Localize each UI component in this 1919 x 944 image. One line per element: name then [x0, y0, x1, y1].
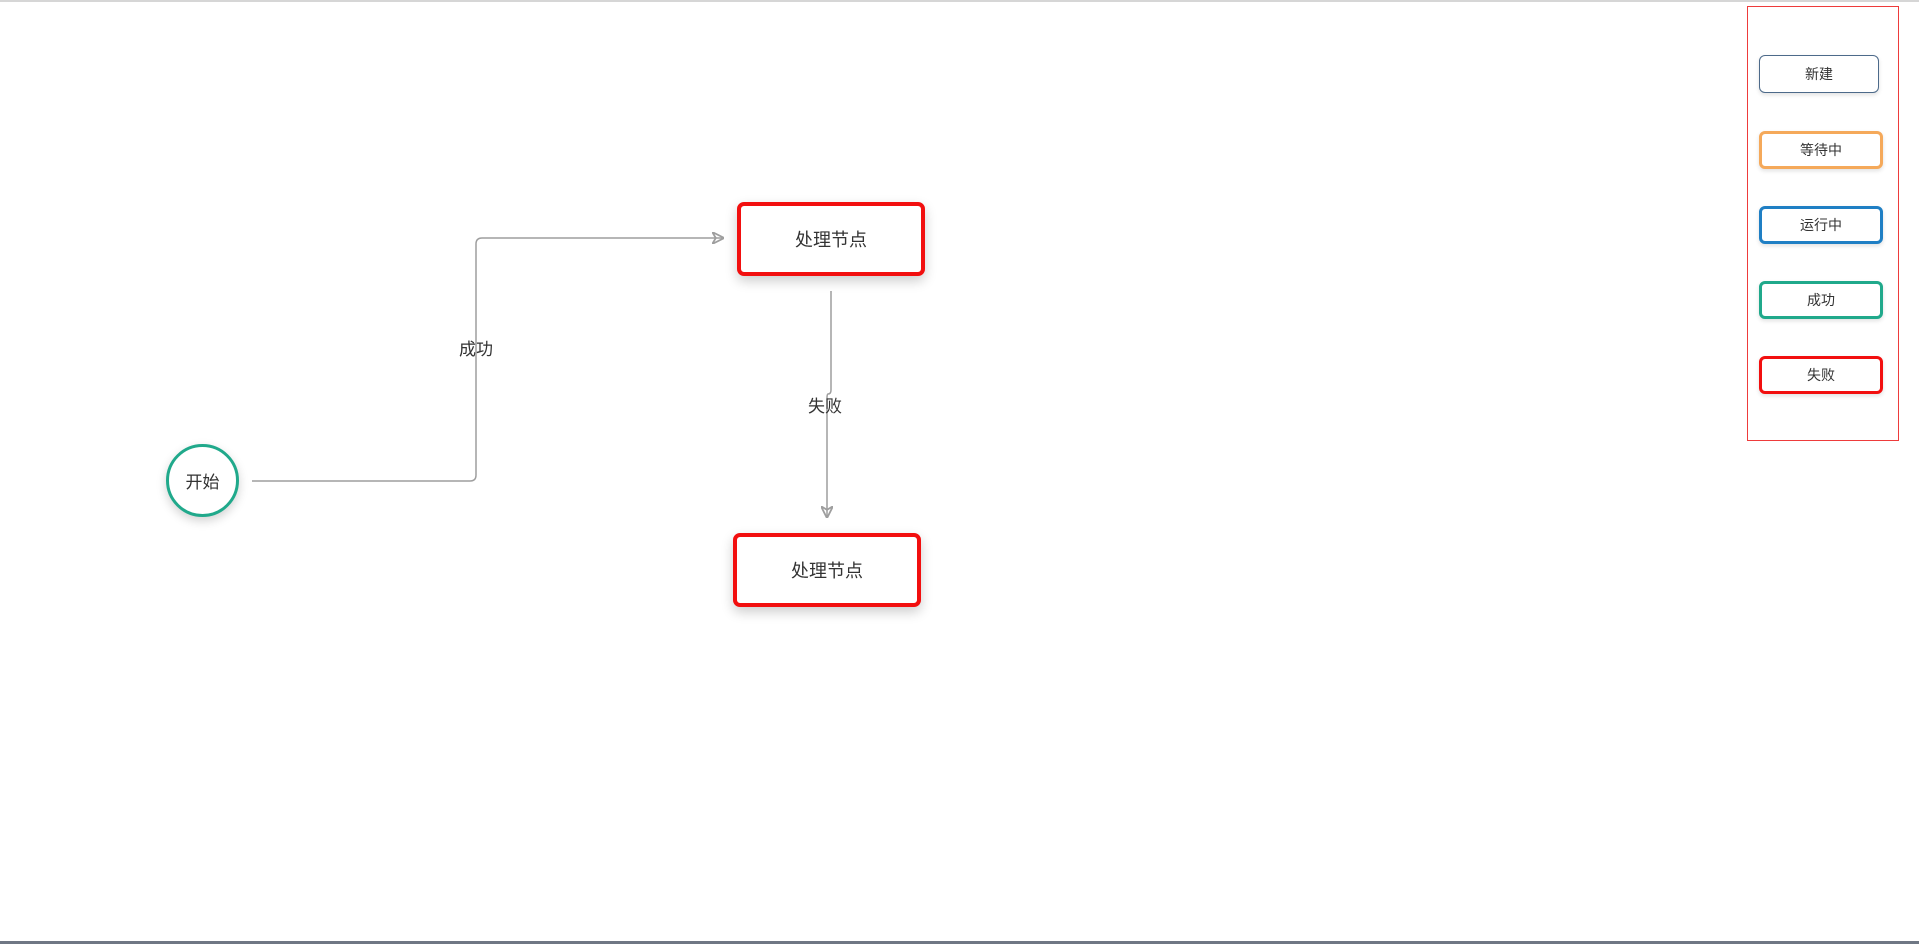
legend-item-failed-label: 失败 — [1807, 368, 1835, 384]
process-node-1-label: 处理节点 — [795, 230, 867, 251]
legend-item-running-label: 运行中 — [1800, 218, 1842, 234]
top-divider — [0, 0, 1919, 2]
process-node-2-label: 处理节点 — [791, 561, 863, 582]
bottom-divider — [0, 941, 1919, 944]
process-node-1[interactable]: 处理节点 — [737, 202, 925, 276]
start-node-label: 开始 — [185, 473, 220, 493]
legend-item-waiting[interactable]: 等待中 — [1759, 131, 1883, 169]
status-legend-panel: 新建 等待中 运行中 成功 失败 — [1747, 6, 1899, 441]
edge-label-failure[interactable]: 失败 — [808, 397, 842, 417]
legend-item-success[interactable]: 成功 — [1759, 281, 1883, 319]
start-node[interactable]: 开始 — [166, 444, 239, 517]
legend-item-failed[interactable]: 失败 — [1759, 356, 1883, 394]
process-node-2[interactable]: 处理节点 — [733, 533, 921, 607]
legend-item-success-label: 成功 — [1807, 293, 1835, 309]
legend-item-new-label: 新建 — [1805, 67, 1833, 83]
legend-item-new[interactable]: 新建 — [1759, 55, 1879, 93]
legend-item-waiting-label: 等待中 — [1800, 143, 1842, 159]
legend-item-running[interactable]: 运行中 — [1759, 206, 1883, 244]
edge-label-success[interactable]: 成功 — [459, 340, 493, 360]
